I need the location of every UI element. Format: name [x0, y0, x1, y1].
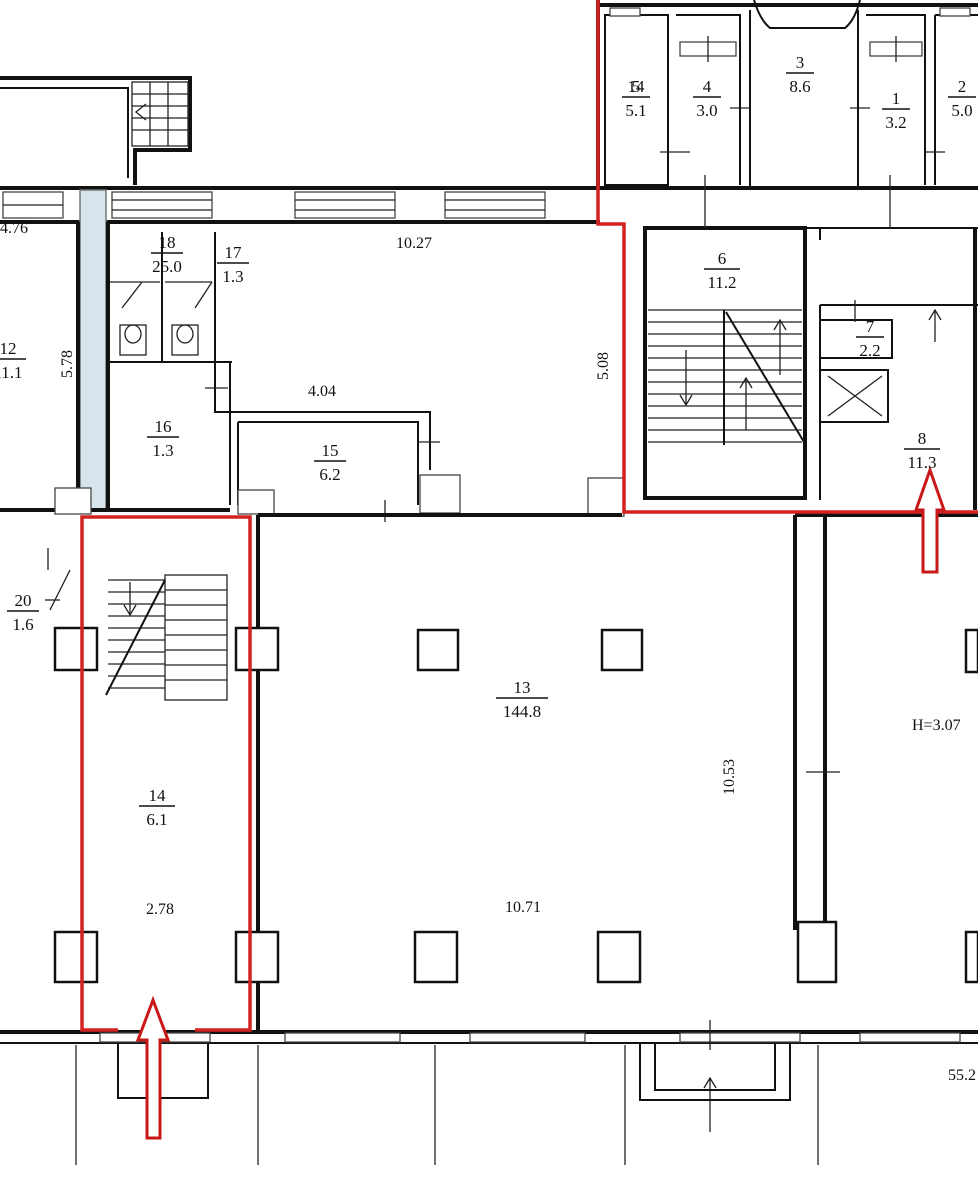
room-area: 11.1 — [0, 363, 23, 382]
room-number: 4 — [703, 77, 712, 96]
room-area: 2.2 — [859, 341, 880, 360]
up-arrow-icon — [703, 1076, 717, 1132]
annex-stair — [131, 81, 189, 147]
column — [796, 920, 838, 984]
dimension-label: 2.78 — [146, 901, 174, 918]
room-area: 3.2 — [885, 113, 906, 132]
room-number: 2 — [958, 77, 967, 96]
room-area: 1.3 — [152, 441, 173, 460]
room-label-7: 7 2.2 — [856, 317, 884, 360]
dimension-label: 4.04 — [308, 383, 336, 400]
stair-core — [587, 175, 978, 517]
room-number: 17 — [225, 243, 243, 262]
room-area: 6.1 — [146, 810, 167, 829]
column — [234, 930, 280, 984]
room-number: 12 — [0, 339, 17, 358]
entrance-arrow-icon — [135, 995, 171, 1140]
room-label-3: 3 8.6 — [786, 53, 814, 96]
room-number: 15 — [322, 441, 339, 460]
down-arrow-icon — [679, 350, 693, 407]
room-label-18: 14 6.1 — [139, 786, 175, 829]
elevator-icon — [819, 319, 893, 423]
room-area: 25.0 — [152, 257, 182, 276]
room-label-13: 13 144.8 — [496, 678, 548, 721]
north-facade — [0, 186, 978, 224]
stair-core-highlight — [596, 0, 978, 514]
up-arrow-icon — [773, 318, 787, 375]
dimension-label: 55.2 — [948, 1067, 976, 1084]
room-number: 7 — [866, 317, 875, 336]
column — [53, 930, 99, 984]
column — [53, 626, 99, 672]
room-number: 6 — [718, 249, 727, 268]
room-label-16: 17 1.3 — [217, 243, 249, 286]
room-label-20: 20 1.6 — [7, 591, 39, 634]
room-label-14: 15 6.2 — [314, 441, 346, 484]
room-number: 5 — [632, 77, 641, 96]
column — [416, 628, 460, 672]
column — [413, 930, 459, 984]
room-label-12: 12 11.1 — [0, 339, 26, 382]
north-block — [596, 0, 978, 188]
room-number: 14 — [149, 786, 167, 805]
room-number: 3 — [796, 53, 805, 72]
room-area: 144.8 — [503, 702, 541, 721]
toilet-icon — [119, 324, 147, 356]
up-arrow-icon — [928, 308, 942, 342]
room-number: 1 — [892, 89, 901, 108]
column — [596, 930, 642, 984]
main-hall — [53, 513, 978, 1032]
room-label-4: 4 3.0 — [693, 77, 721, 120]
room-number: 16 — [155, 417, 172, 436]
room-area: 5.0 — [951, 101, 972, 120]
stair-flight — [648, 309, 805, 445]
vent-shaft — [79, 189, 107, 511]
down-arrow-icon — [123, 582, 137, 617]
room-label-6: 6 11.2 — [704, 249, 740, 292]
room-label-8: 8 11.3 — [904, 429, 940, 472]
room-number: 14 — [628, 77, 646, 96]
room-label-2: 2 5.0 — [948, 77, 976, 120]
room-18-stair — [45, 548, 228, 701]
ceiling-height-label: H=3.07 — [912, 717, 961, 734]
room-number: 8 — [918, 429, 927, 448]
column — [964, 930, 978, 984]
toilet-icon — [171, 324, 199, 356]
room-18-highlight — [80, 515, 252, 1032]
room-area: 3.0 — [696, 101, 717, 120]
column — [600, 628, 644, 672]
room-number: 13 — [514, 678, 531, 697]
room-area: 5.1 — [625, 101, 646, 120]
top-left-annex — [0, 76, 192, 185]
room-label-15: 16 1.3 — [147, 417, 179, 460]
room-number: 18 — [159, 233, 176, 252]
room-area: 6.2 — [319, 465, 340, 484]
room-label-17: 18 25.0 — [151, 233, 183, 276]
dimension-label: 5.78 — [59, 350, 76, 378]
entrance-arrow-icon — [913, 465, 947, 574]
column — [419, 474, 461, 514]
dimension-label: 10.71 — [505, 899, 541, 916]
room-area: 8.6 — [789, 77, 810, 96]
highlighted-premises — [80, 0, 978, 1032]
column — [964, 628, 978, 674]
dimension-label: 10.27 — [396, 235, 432, 252]
room-area: 1.3 — [222, 267, 243, 286]
room-area: 11.2 — [707, 273, 736, 292]
dimension-label: 4.76 — [0, 220, 28, 237]
room-area: 11.3 — [907, 453, 936, 472]
dimension-label: 10.53 — [721, 759, 738, 795]
room-number: 20 — [15, 591, 32, 610]
dimension-label: 5.08 — [595, 352, 612, 380]
room-label-1: 1 3.2 — [882, 89, 910, 132]
room-label-5: 14 5 5.1 — [622, 77, 650, 120]
column — [234, 626, 280, 672]
room-area: 1.6 — [12, 615, 33, 634]
up-arrow-icon — [739, 376, 753, 430]
